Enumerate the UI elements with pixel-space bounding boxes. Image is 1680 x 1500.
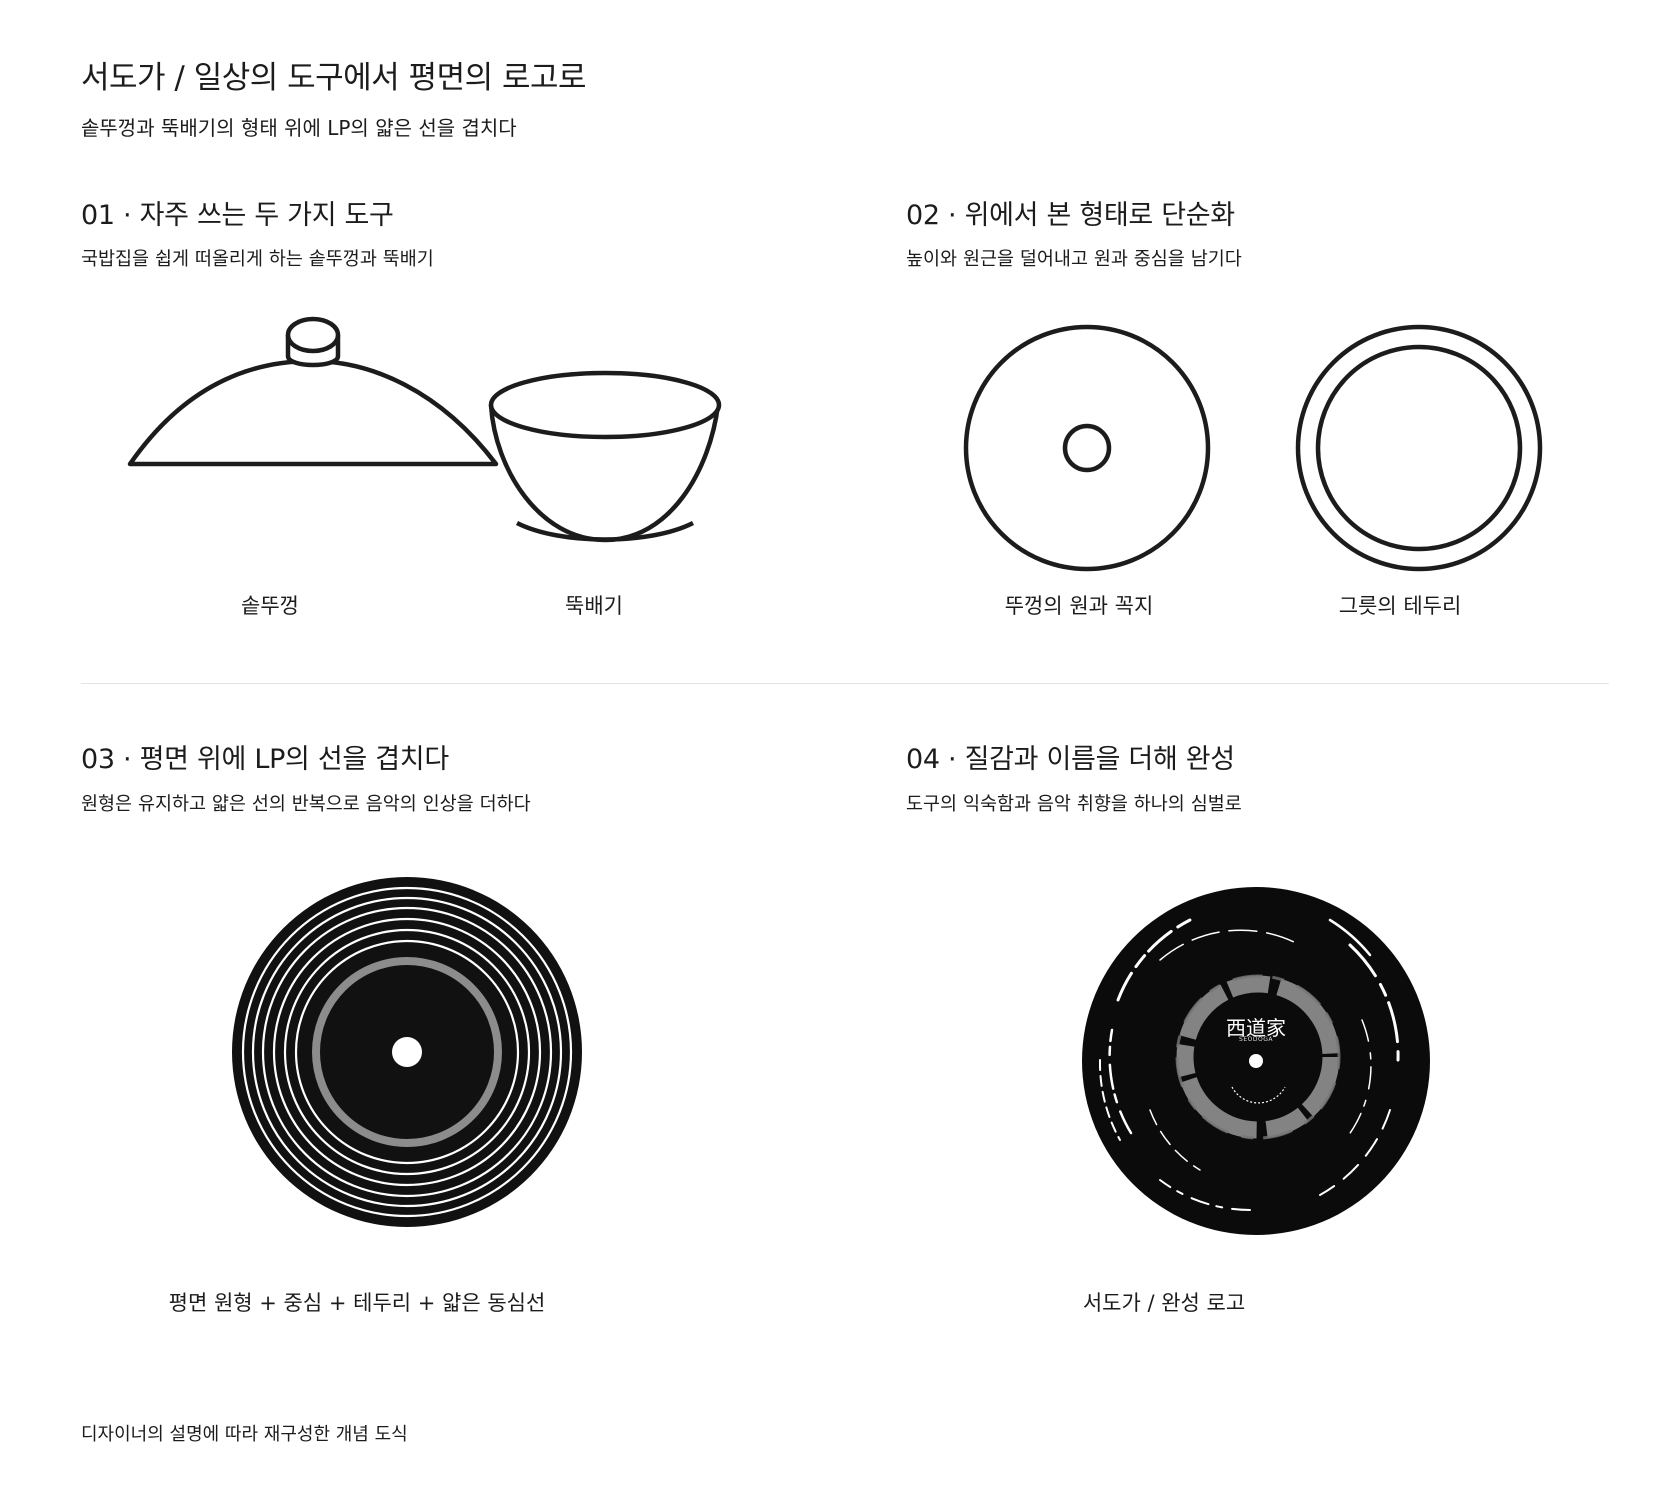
earthen-bowl-label: 뚝배기 [565,594,623,618]
section-title: 01 · 자주 쓰는 두 가지 도구 [81,200,394,231]
section-subtitle: 원형은 유지하고 얇은 선의 반복으로 음악의 인상을 더하다 [81,794,531,815]
lp-flat-record-illustration [232,877,582,1227]
pot-lid-illustration [127,316,499,467]
page-subtitle: 솥뚜껑과 뚝배기의 형태 위에 LP의 얇은 선을 겹치다 [81,116,517,140]
logo-romanized-text: SEODOGA [1239,1036,1273,1043]
footnote: 디자이너의 설명에 따라 재구성한 개념 도식 [81,1424,408,1445]
section-title: 03 · 평면 위에 LP의 선을 겹치다 [81,744,449,775]
lid-top-view-label: 뚜껑의 원과 꼭지 [1004,594,1154,618]
lid-top-view-illustration [963,324,1211,572]
final-logo-illustration [1082,887,1430,1235]
earthen-bowl-illustration [488,370,722,543]
section-subtitle: 국밥집을 쉽게 떠올리게 하는 솥뚜껑과 뚝배기 [81,249,434,270]
final-logo-label: 서도가 / 완성 로고 [1082,1291,1246,1315]
page-title: 서도가 / 일상의 도구에서 평면의 로고로 [81,60,587,96]
section-title: 02 · 위에서 본 형태로 단순화 [906,200,1235,231]
logo-hanja-text: 西道家 [1226,1016,1286,1040]
section-divider [81,683,1609,684]
pot-lid-label: 솥뚜껑 [241,594,299,618]
bowl-rim-top-view-illustration [1295,324,1543,572]
section-subtitle: 높이와 원근을 덜어내고 원과 중심을 남기다 [906,249,1242,270]
lp-flat-label: 평면 원형 + 중심 + 테두리 + 얇은 동심선 [168,1291,546,1315]
section-title: 04 · 질감과 이름을 더해 완성 [906,744,1235,775]
bowl-rim-label: 그릇의 테두리 [1338,594,1462,618]
section-subtitle: 도구의 익숙함과 음악 취향을 하나의 심벌로 [906,794,1242,815]
